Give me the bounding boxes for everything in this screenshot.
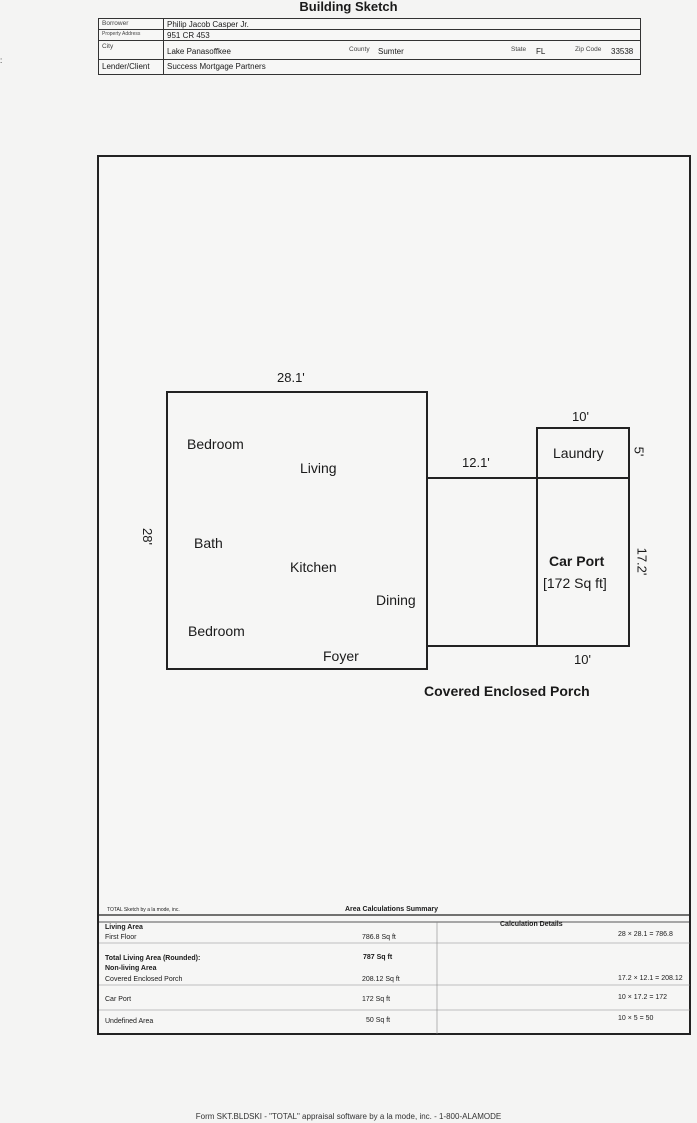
- undefined-calc: 10 × 5 = 50: [618, 1015, 654, 1022]
- zip-label: Zip Code: [575, 46, 602, 53]
- undefined-area: 50 Sq ft: [366, 1017, 391, 1024]
- room-label-laundry: Laundry: [553, 445, 604, 461]
- software-label: TOTAL Sketch by a la mode, inc.: [107, 907, 180, 913]
- carport-area-label: [172 Sq ft]: [543, 575, 607, 591]
- first-floor-calc: 28 × 28.1 = 786.8: [618, 931, 673, 938]
- area-calculations-summary: TOTAL Sketch by a la mode, inc. Area Cal…: [98, 904, 690, 1034]
- property-row: Property Address 951 CR 453: [99, 30, 640, 41]
- first-floor-label: First Floor: [105, 934, 137, 941]
- carport-calc: 10 × 17.2 = 172: [618, 994, 668, 1001]
- borrower-value: Philip Jacob Casper Jr.: [167, 20, 249, 29]
- county-value: Sumter: [378, 47, 404, 56]
- lender-label: Lender/Client: [102, 62, 150, 71]
- form-footer: Form SKT.BLDSKI - "TOTAL" appraisal soft…: [195, 1112, 502, 1121]
- dim-laundry-top: 10': [572, 409, 589, 424]
- property-label: Property Address: [102, 31, 141, 37]
- porch-area: 208.12 Sq ft: [362, 976, 400, 983]
- state-value: FL: [536, 47, 546, 56]
- room-label-foyer: Foyer: [323, 648, 359, 664]
- living-area-heading: Living Area: [105, 924, 143, 931]
- zip-value: 33538: [611, 47, 634, 56]
- lender-value: Success Mortgage Partners: [167, 62, 266, 71]
- summary-title: Area Calculations Summary: [345, 906, 438, 913]
- page-title: Building Sketch: [299, 0, 398, 14]
- room-label-dining: Dining: [376, 592, 416, 608]
- room-label-carport: Car Port: [549, 553, 605, 569]
- room-label-porch: Covered Enclosed Porch: [424, 683, 590, 699]
- room-label-bedroom-2: Bedroom: [188, 623, 245, 639]
- county-label: County: [349, 46, 370, 53]
- room-label-kitchen: Kitchen: [290, 559, 337, 575]
- dim-porch-width: 12.1': [462, 455, 490, 470]
- borrower-label: Borrower: [102, 20, 129, 27]
- dim-carport-bottom: 10': [574, 652, 591, 667]
- carport-label: Car Port: [105, 996, 132, 1003]
- margin-mark: :: [0, 56, 3, 65]
- first-floor-area: 786.8 Sq ft: [362, 934, 396, 941]
- porch-calc: 17.2 × 12.1 = 208.12: [618, 975, 683, 982]
- state-label: State: [511, 46, 527, 53]
- room-label-living: Living: [300, 460, 337, 476]
- borrower-row: Borrower Philip Jacob Casper Jr.: [99, 19, 640, 30]
- header-divider: [163, 19, 164, 74]
- subject-header-table: Borrower Philip Jacob Casper Jr. Propert…: [98, 18, 641, 75]
- room-label-bedroom-1: Bedroom: [187, 436, 244, 452]
- room-label-bath: Bath: [194, 535, 223, 551]
- city-row: City Lake Panasoffkee County Sumter Stat…: [99, 41, 640, 60]
- carport-area: 172 Sq ft: [362, 996, 391, 1003]
- city-value: Lake Panasoffkee: [167, 47, 231, 56]
- sketch-frame: [97, 155, 691, 1035]
- lender-row: Lender/Client Success Mortgage Partners: [99, 60, 640, 73]
- porch-label: Covered Enclosed Porch: [105, 976, 183, 983]
- details-title: Calculation Details: [500, 921, 563, 928]
- undefined-label: Undefined Area: [105, 1018, 154, 1025]
- dim-main-width: 28.1': [277, 370, 305, 385]
- total-living-area: 787 Sq ft: [363, 954, 393, 961]
- total-living-label: Total Living Area (Rounded):: [105, 955, 201, 962]
- carport-outline: [536, 477, 630, 647]
- property-value: 951 CR 453: [167, 31, 210, 40]
- city-label: City: [102, 43, 114, 50]
- non-living-heading: Non-living Area: [105, 965, 157, 972]
